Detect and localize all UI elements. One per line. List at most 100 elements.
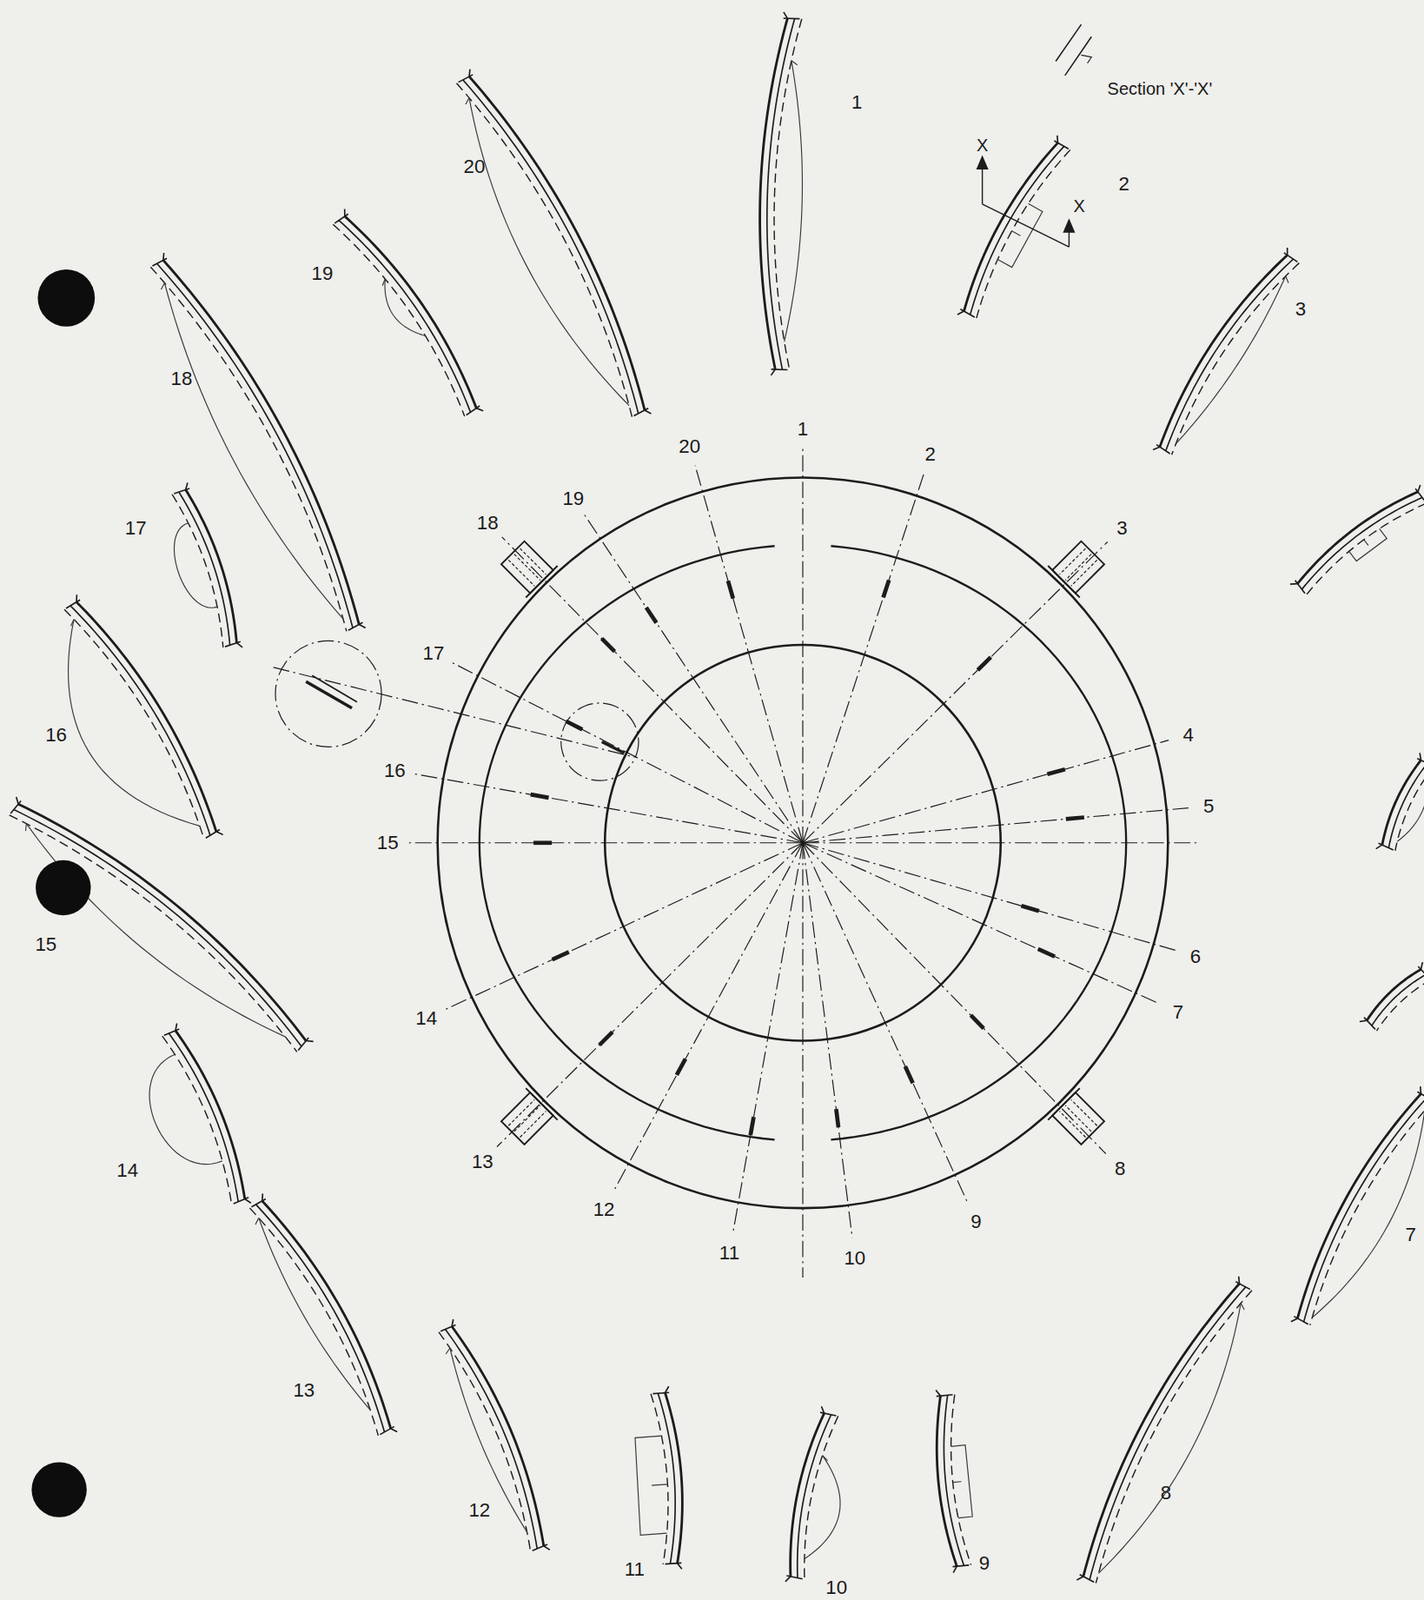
defect-outline (1098, 1303, 1241, 1574)
lug-outline (501, 541, 554, 594)
callout-number: 19 (562, 488, 584, 508)
callout-number: 11 (719, 1243, 740, 1263)
plate-end-flare (16, 796, 19, 804)
center-line (695, 465, 803, 843)
defect-outline (68, 619, 200, 827)
defect-mark (970, 1014, 984, 1028)
plate-end (440, 1324, 456, 1331)
weld-line (1395, 766, 1424, 851)
section-sketch (1152, 247, 1299, 455)
weld-line (650, 1393, 669, 1564)
plate-end-flare (821, 1405, 824, 1413)
defect-outline (1175, 276, 1285, 444)
center-line (802, 808, 1189, 843)
defect-outline (469, 98, 630, 406)
weld-line (438, 1331, 531, 1551)
defect-tick (1364, 539, 1369, 546)
defect-mark (533, 840, 552, 845)
section-sketch (1076, 1276, 1252, 1583)
plate-end-flare (185, 482, 188, 490)
plate-end (298, 1037, 309, 1051)
defect-tick (382, 278, 385, 286)
defect-mark (565, 721, 583, 730)
section-sketch (635, 1385, 683, 1569)
weld-line (162, 1035, 232, 1205)
plate-end-flare (344, 208, 346, 216)
callout-number: 2 (925, 443, 936, 464)
callout-number: 12 (593, 1198, 616, 1219)
center-line (408, 841, 803, 843)
defect-outline (1349, 528, 1387, 561)
plate-outer-face (790, 1412, 825, 1577)
defect-mark (750, 1116, 755, 1135)
plate-end (1053, 140, 1068, 149)
plate-end-flare (476, 408, 484, 411)
section-sketch (957, 135, 1071, 318)
lug-hatch (1071, 559, 1098, 586)
callout-number: 12 (468, 1499, 491, 1519)
plate-end (466, 405, 480, 416)
plate-inner-face (1388, 762, 1424, 848)
center-line (584, 514, 803, 842)
section-sketch (935, 1390, 973, 1573)
plate-end-flare (1417, 484, 1421, 492)
section-arrows (976, 154, 1076, 247)
lug-base (1047, 565, 1080, 598)
section-title: Section 'X'-'X' (1107, 79, 1213, 98)
weld-line (9, 814, 298, 1052)
center-line (802, 541, 1108, 842)
callout-number: 3 (1295, 299, 1306, 319)
defect-tick (1012, 231, 1021, 236)
plate-end-flare (75, 594, 78, 602)
weld-line (1377, 979, 1424, 1031)
defect-tick (791, 60, 798, 66)
plate-outer-face (936, 1395, 957, 1566)
plate-end-flare (1420, 961, 1423, 969)
center-line (802, 842, 1107, 1154)
weld-line (249, 1207, 378, 1436)
lug-outline (501, 1092, 554, 1145)
plate-inner-face (1371, 973, 1424, 1026)
plate-end (1284, 252, 1299, 262)
section-sketch (1291, 1086, 1424, 1325)
defect-tick (1240, 1303, 1245, 1310)
defect-mark (905, 1066, 914, 1083)
section-line (982, 204, 1070, 247)
plate-end-flare (1152, 446, 1160, 450)
defect-mark (883, 579, 890, 597)
mounting-lug (1047, 1087, 1109, 1149)
plate-outer-face (1366, 968, 1421, 1020)
callout-number: 14 (116, 1160, 139, 1180)
callout-number: 5 (1203, 795, 1214, 815)
center-line (802, 473, 924, 843)
plate-end (665, 1562, 683, 1564)
plate-outer-face (1297, 491, 1418, 584)
defect-mark (646, 607, 657, 623)
section-sketch (9, 796, 314, 1052)
plate-outer-face (175, 1030, 246, 1199)
plate-end (1293, 1316, 1308, 1325)
plate-outer-face (469, 76, 645, 411)
callout-number: 13 (292, 1379, 315, 1399)
lug-hatch (1059, 548, 1087, 575)
section-mark: X (976, 137, 988, 155)
center-line (802, 842, 1176, 951)
punch-hole (37, 269, 95, 327)
plate-end-flare (390, 1428, 398, 1432)
weld-line (64, 609, 205, 839)
defect-outline (804, 1455, 841, 1559)
section-sketch (1376, 752, 1424, 851)
section-mark: X (1073, 197, 1086, 215)
callout-number: 11 (624, 1559, 645, 1579)
plate-end-flare (1238, 1276, 1240, 1284)
defect-mark (1038, 948, 1055, 957)
callout-number: 15 (34, 933, 57, 954)
plate-outer-face (1083, 1283, 1240, 1577)
arrowhead (1062, 218, 1075, 232)
plate-inner-face (943, 1394, 964, 1565)
detail-leader (273, 667, 636, 757)
detail-circle (275, 640, 382, 747)
lug-hatch (520, 1111, 547, 1138)
defect-outline (164, 283, 344, 620)
defect-tick (651, 1483, 668, 1485)
